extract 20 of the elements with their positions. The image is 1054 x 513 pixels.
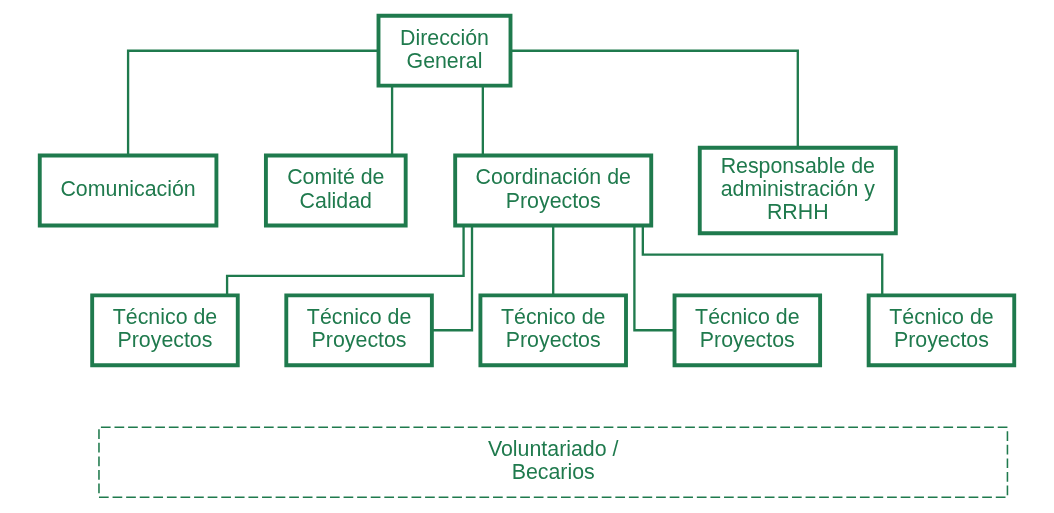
node-box: Comité de Calidad — [263, 153, 408, 228]
connector — [633, 225, 674, 332]
connector — [225, 225, 465, 295]
connector — [126, 49, 379, 156]
connector — [641, 225, 884, 296]
connector — [552, 225, 555, 295]
node-box: Responsable de administración y RRHH — [697, 145, 898, 236]
node-box: Voluntariado / Becarios — [98, 426, 1009, 498]
connector — [481, 86, 484, 155]
node-box: Dirección General — [376, 13, 513, 88]
connector — [432, 225, 474, 332]
node-box: Técnico de Proyectos — [478, 293, 628, 368]
node-box: Técnico de Proyectos — [672, 293, 823, 368]
node-box: Coordinación de Proyectos — [453, 153, 654, 228]
node-box: Técnico de Proyectos — [866, 293, 1017, 368]
node-box: Comunicación — [37, 153, 219, 228]
node-box: Técnico de Proyectos — [284, 293, 434, 368]
node-box: Técnico de Proyectos — [90, 293, 240, 368]
connector — [510, 49, 799, 148]
connector — [390, 86, 394, 155]
